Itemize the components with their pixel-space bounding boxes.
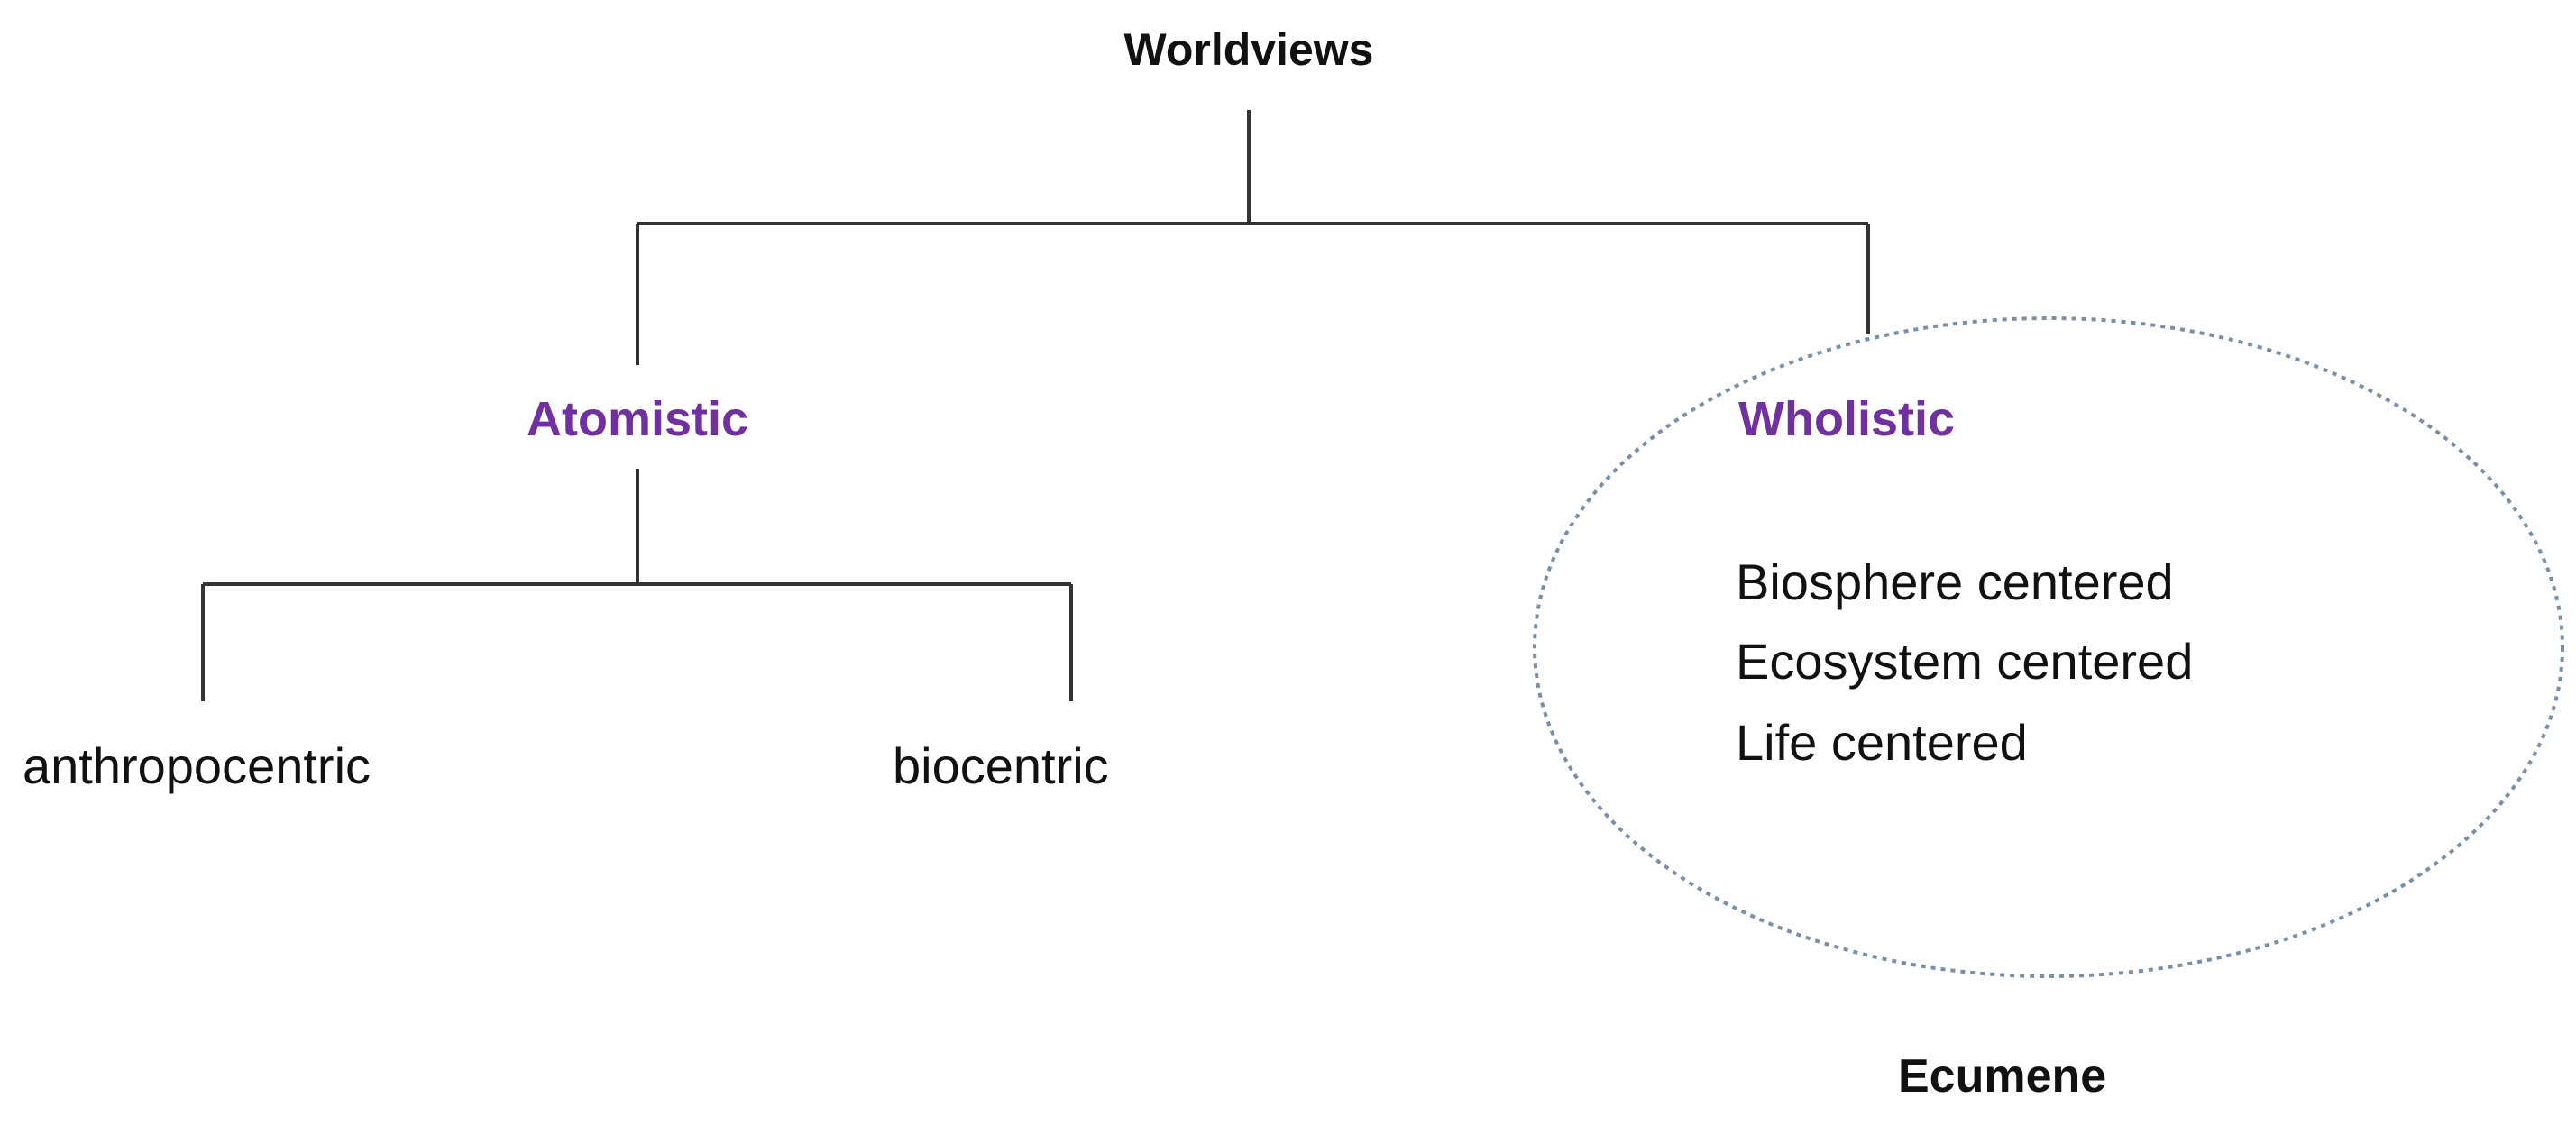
list-item: Life centered	[1736, 714, 2028, 771]
atomistic-node: Atomistic	[527, 395, 748, 444]
anthropocentric-label: anthropocentric	[23, 737, 371, 794]
wholistic-node: Wholistic	[1738, 395, 1955, 444]
list-item: Biosphere centered	[1736, 553, 2174, 610]
wholistic-label: Wholistic	[1738, 392, 1955, 446]
anthropocentric-node: anthropocentric	[23, 741, 371, 791]
wholistic-ellipse	[1533, 316, 2564, 978]
list-item: Ecosystem centered	[1736, 633, 2194, 690]
biocentric-node: biocentric	[893, 741, 1109, 791]
atomistic-label: Atomistic	[526, 392, 749, 446]
ecumene-label: Ecumene	[1898, 1050, 2107, 1102]
biocentric-label: biocentric	[893, 737, 1109, 794]
root-label: Worldviews	[1123, 24, 1374, 75]
